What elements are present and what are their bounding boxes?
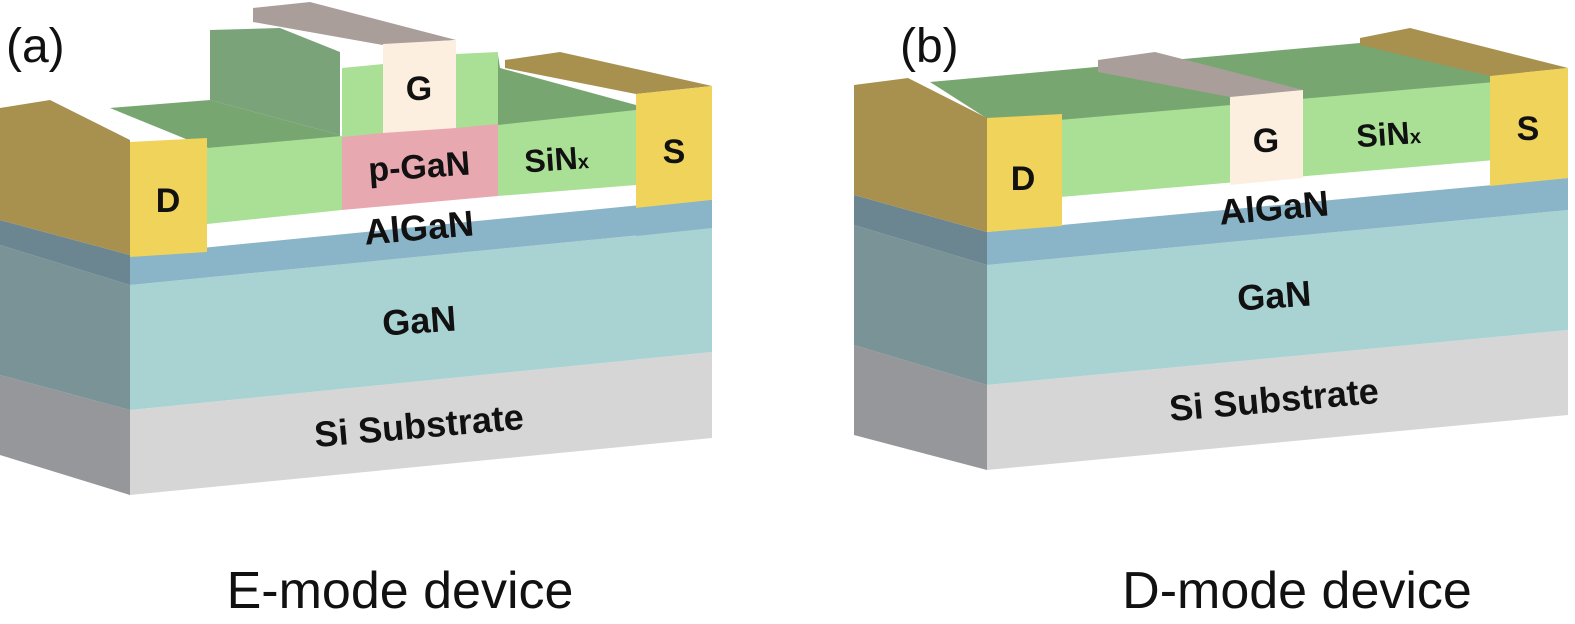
b-si-front <box>987 330 1568 470</box>
b-drain-label: D <box>1011 160 1036 198</box>
panel-b-d-mode: (b) D G SiNx S AlGaN GaN Si Substrate D-… <box>854 20 1568 620</box>
panel-b-tag: (b) <box>900 20 959 73</box>
panel-a-caption: E-mode device <box>227 562 574 620</box>
a-sinx-top-left <box>110 100 340 150</box>
a-algan-front <box>130 198 712 285</box>
b-gan-front <box>987 210 1568 385</box>
b-si-side <box>854 345 987 470</box>
b-algan-front <box>987 178 1568 265</box>
a-drain-label: D <box>156 182 181 220</box>
a-gan-front <box>130 228 712 410</box>
a-sinx-front-right <box>498 110 636 196</box>
b-gate-front <box>1230 90 1303 185</box>
b-gate-label: G <box>1253 122 1279 160</box>
a-algan-under-source <box>636 200 712 236</box>
a-drain-front <box>130 138 207 257</box>
a-gan-side <box>0 245 130 410</box>
a-drain-side <box>0 100 130 255</box>
a-pgan-label: p-GaN <box>367 145 471 190</box>
a-algan-side <box>0 220 130 285</box>
a-sinx-front-left <box>207 136 342 224</box>
b-drain-front <box>987 114 1062 232</box>
b-gate-top <box>1098 52 1303 97</box>
a-gan-label: GaN <box>381 297 458 343</box>
a-source-front <box>636 86 712 208</box>
a-si-front <box>130 352 712 495</box>
panel-a-tag: (a) <box>6 20 65 73</box>
a-sinx-label: SiNx <box>523 139 590 179</box>
a-algan-label: AlGaN <box>362 202 475 252</box>
a-pgan-front <box>342 122 498 210</box>
b-drain-side <box>854 78 987 232</box>
panel-b-caption: D-mode device <box>1122 562 1472 620</box>
a-gate-front <box>383 40 456 133</box>
a-sinx-gate-spacer-left <box>342 64 383 137</box>
a-sinx-gate-spacer-right <box>456 52 498 128</box>
b-source-top <box>1360 28 1568 76</box>
a-sinx-raised-top <box>210 28 340 135</box>
b-algan-side <box>854 195 987 265</box>
b-gan-side <box>854 225 987 385</box>
b-source-label: S <box>1517 110 1540 148</box>
b-gan-label: GaN <box>1236 272 1313 318</box>
a-source-label: S <box>663 133 686 171</box>
b-sinx-label: SiNx <box>1355 114 1422 154</box>
a-source-top <box>505 52 712 94</box>
b-source-front <box>1490 68 1568 186</box>
a-gate-top <box>253 2 456 45</box>
b-algan-label: AlGaN <box>1217 182 1330 232</box>
a-gate-label: G <box>406 70 432 108</box>
a-si-side <box>0 375 130 495</box>
panel-a-e-mode: (a) D G p-GaN SiNx S AlGaN GaN Si Substr… <box>0 2 712 620</box>
